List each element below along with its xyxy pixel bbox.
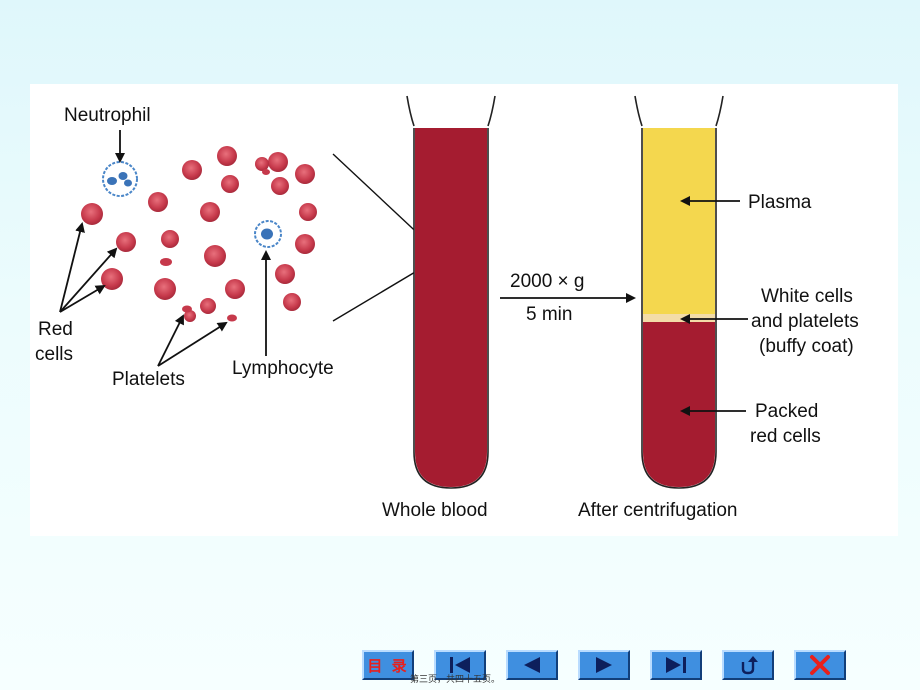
- red-cell: [217, 146, 237, 166]
- slide-navigation-bar: 目 录: [360, 650, 860, 684]
- last-page-button[interactable]: [650, 650, 702, 680]
- red-cell: [295, 234, 315, 254]
- red-cell: [299, 203, 317, 221]
- platelets-cluster: [160, 169, 270, 322]
- packed-red-cells-layer: [643, 322, 715, 487]
- buffy-label-line2: and platelets: [751, 311, 859, 332]
- toc-button-label: 目 录: [367, 656, 409, 675]
- red-cell: [225, 279, 245, 299]
- packed-label-line2: red cells: [750, 426, 821, 447]
- red-cell: [275, 264, 295, 284]
- red-cell: [271, 177, 289, 195]
- next-page-button[interactable]: [578, 650, 630, 680]
- plasma-label: Plasma: [748, 192, 812, 213]
- neutrophil-label: Neutrophil: [64, 105, 151, 126]
- red-cell: [101, 268, 123, 290]
- red-cells-label-line1: Red: [38, 319, 73, 340]
- previous-page-icon: [524, 657, 540, 673]
- red-cell: [283, 293, 301, 311]
- red-cell: [200, 202, 220, 222]
- left-arrows: [59, 130, 271, 367]
- red-cell: [182, 160, 202, 180]
- first-page-icon: [450, 657, 470, 673]
- red-cell: [200, 298, 216, 314]
- whole-blood-fill: [415, 128, 487, 487]
- red-cell: [154, 278, 176, 300]
- red-cell: [148, 192, 168, 212]
- whole-blood-label: Whole blood: [382, 500, 488, 521]
- exit-button[interactable]: [794, 650, 846, 680]
- red-cell: [116, 232, 136, 252]
- red-cell: [184, 310, 196, 322]
- diagram-panel: Neutrophil Red cells Platelets Lymphocyt…: [30, 84, 898, 536]
- red-cell: [268, 152, 288, 172]
- blood-centrifugation-diagram: Neutrophil Red cells Platelets Lymphocyt…: [35, 95, 859, 521]
- platelet: [182, 305, 192, 313]
- plasma-layer: [643, 128, 715, 314]
- red-cell-arrow: [59, 222, 85, 313]
- right-arrows: [680, 196, 748, 416]
- after-centrifugation-label: After centrifugation: [578, 500, 737, 521]
- red-cell: [161, 230, 179, 248]
- red-cell-arrow: [59, 247, 118, 313]
- page-status-text: 第三页，共四十五页。: [410, 675, 501, 685]
- first-page-button[interactable]: [434, 650, 486, 680]
- red-cell: [221, 175, 239, 193]
- red-cell-arrow: [59, 284, 106, 313]
- return-button[interactable]: [722, 650, 774, 680]
- red-cell: [204, 245, 226, 267]
- return-icon: [741, 656, 758, 675]
- next-page-icon: [596, 657, 612, 673]
- platelet: [160, 258, 172, 266]
- buffy-coat-layer: [643, 314, 715, 322]
- red-cells-cluster: [81, 146, 317, 322]
- lymphocyte-cell: [254, 220, 282, 248]
- platelet: [262, 169, 270, 175]
- buffy-label-line1: White cells: [761, 286, 853, 307]
- neutrophil-cell: [102, 161, 138, 197]
- buffy-label-line3: (buffy coat): [759, 336, 854, 357]
- platelets-label: Platelets: [112, 369, 185, 390]
- lymphocyte-label: Lymphocyte: [232, 358, 334, 379]
- platelet-arrow: [157, 321, 228, 367]
- packed-label-line1: Packed: [755, 401, 818, 422]
- red-cell: [255, 157, 269, 171]
- previous-page-button[interactable]: [506, 650, 558, 680]
- last-page-icon: [666, 657, 686, 673]
- red-cell: [81, 203, 103, 225]
- toc-button[interactable]: 目 录: [362, 650, 414, 680]
- centrifuged-tube: [634, 95, 724, 489]
- exit-icon: [810, 655, 830, 675]
- red-cell: [295, 164, 315, 184]
- whole-blood-tube: [406, 95, 496, 489]
- red-cells-label-line2: cells: [35, 344, 73, 365]
- time-label: 5 min: [526, 304, 572, 325]
- speed-label: 2000 × g: [510, 271, 585, 292]
- platelet: [227, 314, 237, 322]
- platelet-arrow: [157, 314, 184, 367]
